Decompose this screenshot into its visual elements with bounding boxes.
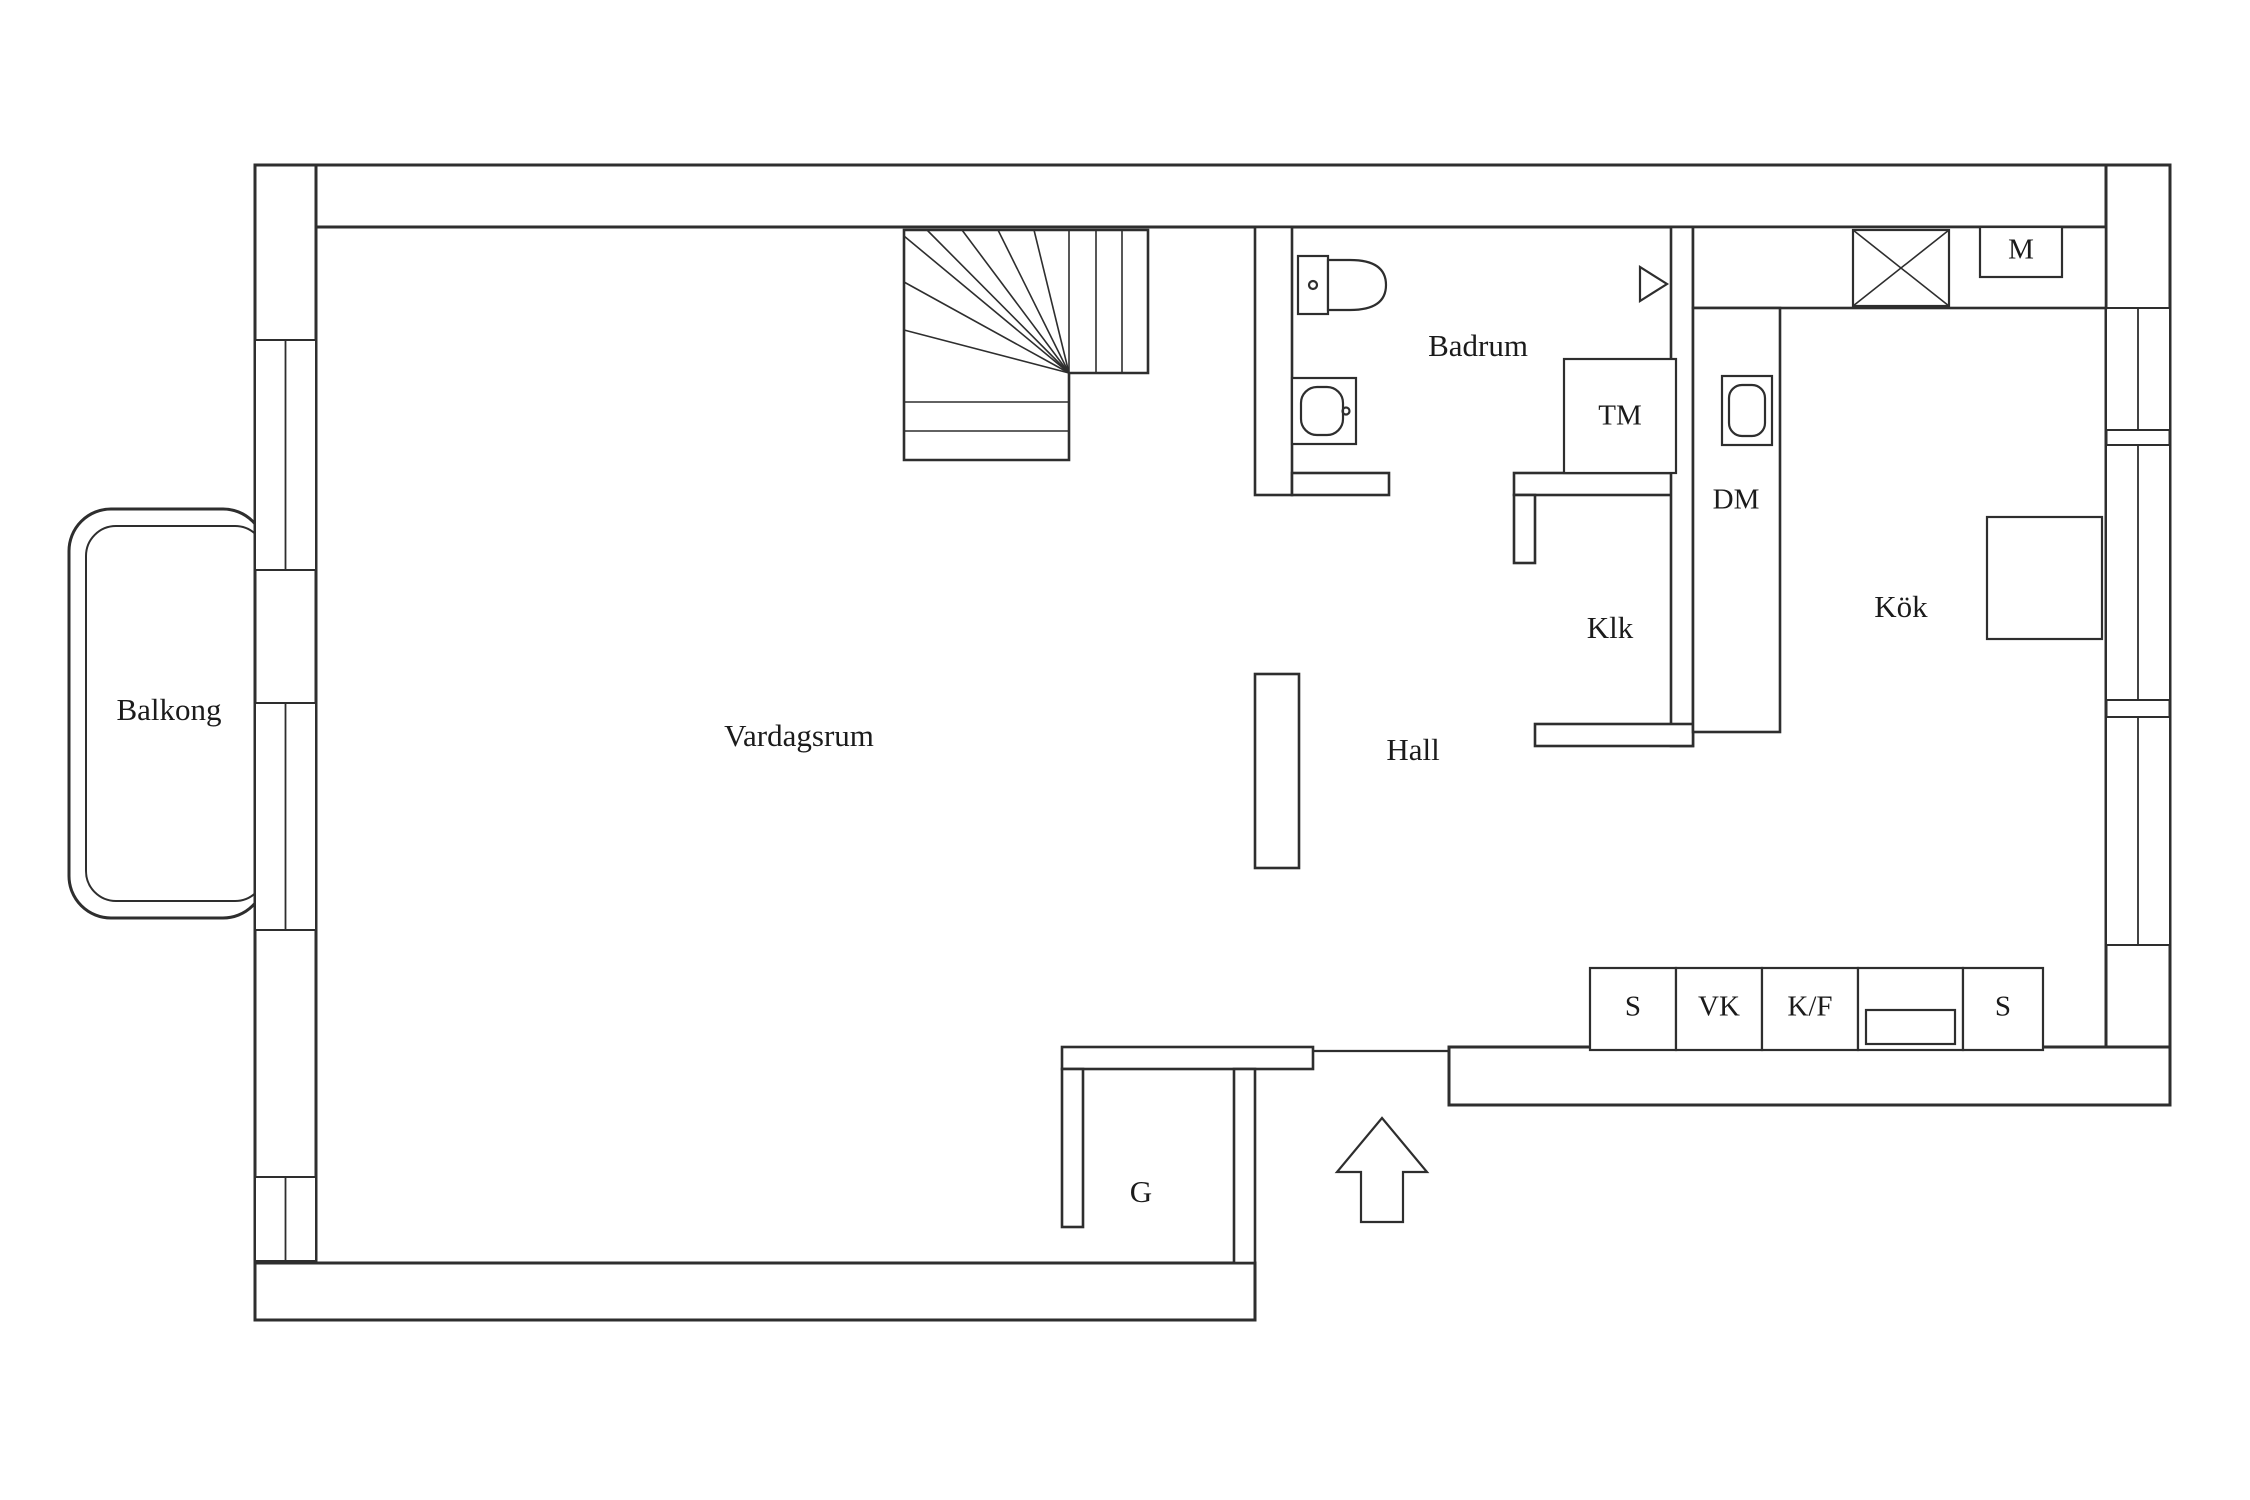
kitchen-bench-box xyxy=(1985,515,2104,641)
bathroom-bottom-wall-right xyxy=(1512,471,1695,497)
stairs-winder xyxy=(903,235,1070,374)
stairs-winder xyxy=(1033,229,1070,374)
label-s1: S xyxy=(1625,991,1641,1023)
label-dm: DM xyxy=(1713,484,1760,516)
kitchen-fixtures xyxy=(1691,225,2108,734)
label-tm: TM xyxy=(1598,400,1642,432)
appliance-box-blank-drawer xyxy=(1864,1008,1957,1046)
toilet-icon xyxy=(1296,254,1330,316)
stairs xyxy=(902,228,1150,462)
closet-left-stub-wall xyxy=(1512,493,1537,565)
washing-machine-box xyxy=(1562,357,1678,475)
interior-walls xyxy=(1060,225,1695,1265)
g-closet-left-wall xyxy=(1060,1067,1085,1229)
stairs-outline xyxy=(902,228,1150,462)
label-vardagsrum: Vardagsrum xyxy=(724,718,874,753)
wall-bottom-right xyxy=(1447,1045,2172,1107)
label-s2: S xyxy=(1995,991,2011,1023)
stairs-winder xyxy=(903,329,1070,374)
bathroom-bottom-wall-left xyxy=(1290,471,1391,497)
appliance-box-vk xyxy=(1674,966,1764,1052)
label-balkong: Balkong xyxy=(116,692,221,727)
toilet-flush-icon xyxy=(1307,279,1319,291)
kitchen-sink-basin-icon xyxy=(1727,383,1767,438)
exterior-walls xyxy=(253,163,2172,1322)
label-klk: Klk xyxy=(1587,610,1634,645)
label-kok: Kök xyxy=(1874,589,1928,624)
label-vk: VK xyxy=(1698,991,1740,1023)
label-m: M xyxy=(2008,234,2034,266)
appliance-box-kf xyxy=(1760,966,1860,1052)
bathroom-fixtures xyxy=(1290,254,1678,475)
microwave-box xyxy=(1978,225,2064,279)
appliance-row xyxy=(1588,966,2045,1052)
appliance-box-s1 xyxy=(1588,966,1678,1052)
room-labels: Balkong Vardagsrum Badrum Hall Klk Kök G… xyxy=(116,234,2033,1209)
kitchen-counter-left xyxy=(1691,306,1782,734)
g-closet-top-wall xyxy=(1060,1045,1315,1071)
label-hall: Hall xyxy=(1386,732,1439,767)
stairs-winder xyxy=(997,229,1070,374)
stairs-winder xyxy=(961,229,1070,374)
label-garderob: G xyxy=(1130,1174,1152,1209)
stairs-winder xyxy=(926,229,1070,374)
door-swing-icon xyxy=(1638,265,1670,303)
entrance xyxy=(1313,1049,1449,1224)
sink-tap-icon xyxy=(1341,406,1351,416)
kitchen-partition-wall xyxy=(1669,225,1695,748)
toilet-bowl-icon xyxy=(1326,258,1388,312)
hall-freestanding-wall xyxy=(1253,672,1301,870)
stairs-winder xyxy=(903,281,1070,374)
appliance-box-s2 xyxy=(1961,966,2045,1052)
label-badrum: Badrum xyxy=(1428,328,1528,363)
bathroom-left-wall xyxy=(1253,225,1294,497)
g-closet-right-wall xyxy=(1232,1067,1257,1265)
windows xyxy=(254,307,2171,1262)
closet-bottom-wall xyxy=(1533,722,1695,748)
wall-bottom-left xyxy=(253,1261,1257,1322)
entrance-arrow-icon xyxy=(1334,1116,1430,1224)
label-kf: K/F xyxy=(1787,991,1832,1023)
stove-diagonal xyxy=(1852,229,1950,307)
sink-basin-icon xyxy=(1299,385,1345,437)
wall-top xyxy=(253,163,2172,229)
